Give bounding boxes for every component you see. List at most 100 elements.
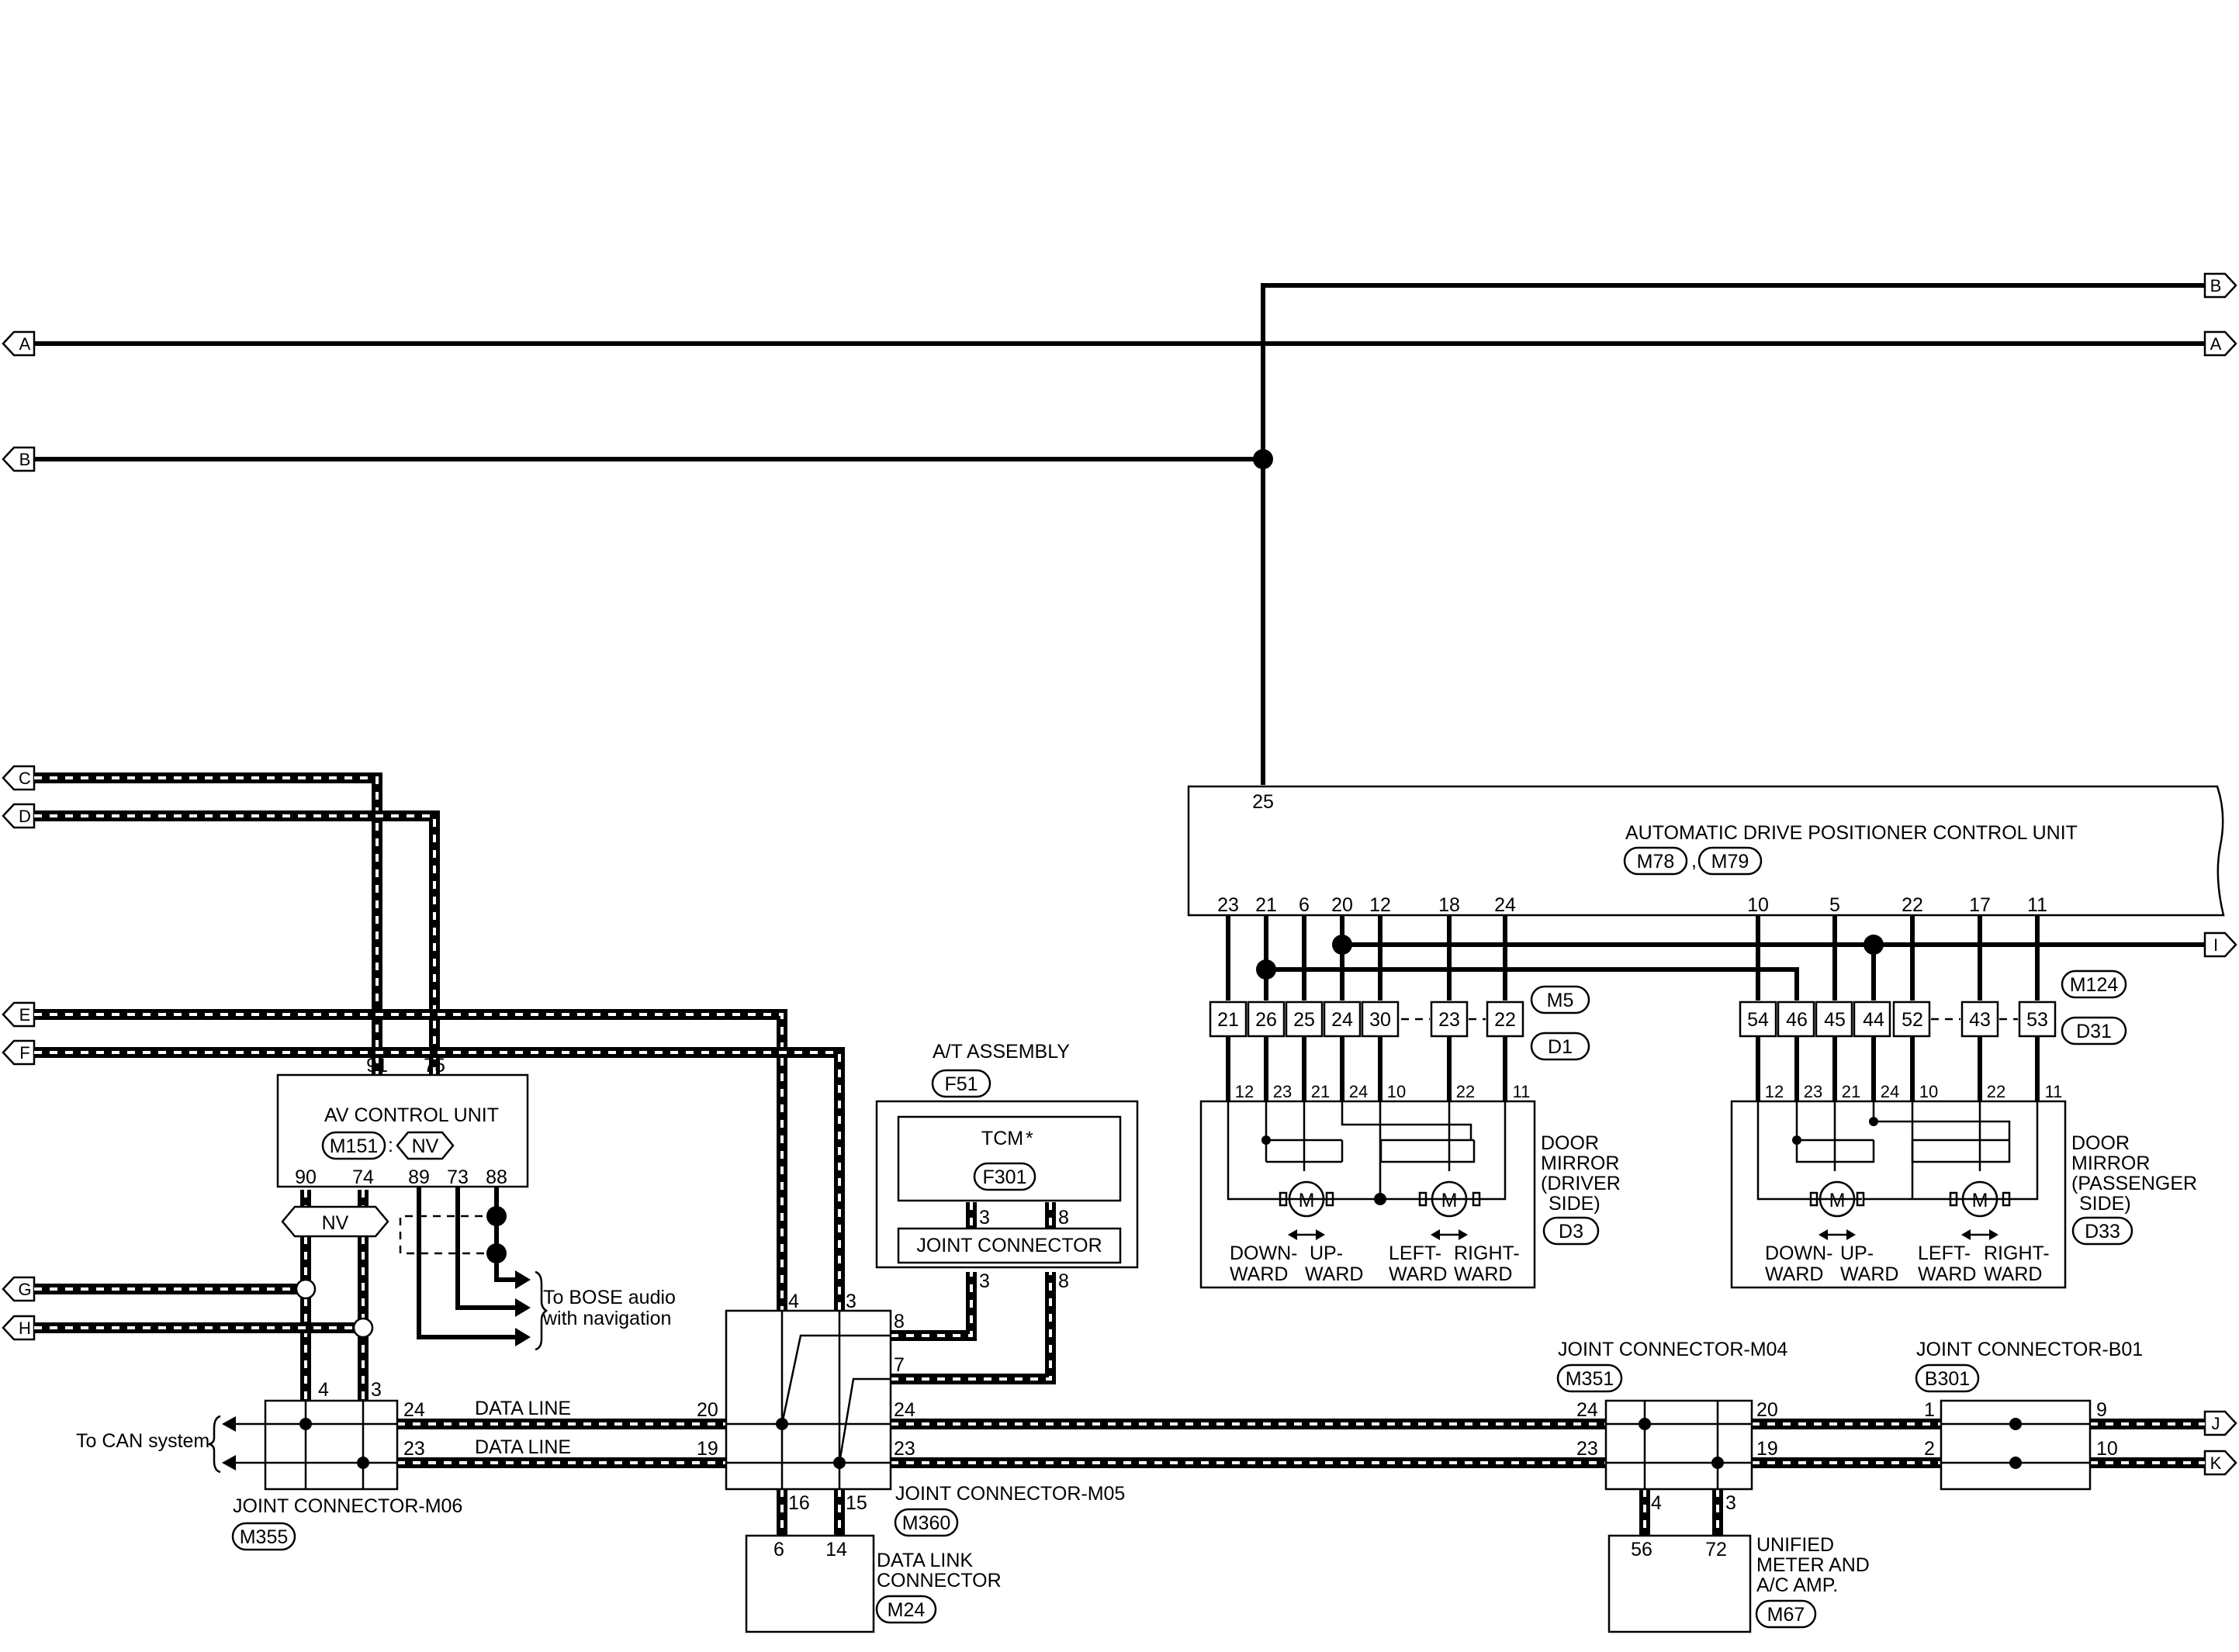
arrow-icon: [222, 1455, 236, 1471]
offpage-f-left: F: [2, 1039, 36, 1066]
pin-label: 72: [1705, 1539, 1727, 1560]
pin-label: 52: [1902, 1009, 1923, 1031]
pin-label: 3: [371, 1379, 382, 1401]
connector-id: D33: [2085, 1221, 2120, 1242]
pin-label: 4: [1651, 1492, 1662, 1514]
pin-label: 14: [825, 1539, 847, 1560]
offpage-i-right: I: [2203, 931, 2237, 958]
connector-name: JOINT CONNECTOR-M06: [233, 1495, 462, 1517]
direction-label: WARD: [1305, 1263, 1363, 1285]
component-name: A/C AMP.: [1756, 1574, 1838, 1596]
data-line-label: DATA LINE: [475, 1436, 571, 1458]
arrow-icon: [515, 1328, 531, 1346]
pin-label: 21: [1311, 1082, 1330, 1101]
pin-label: 6: [773, 1539, 784, 1560]
can-note: To CAN system: [76, 1430, 209, 1452]
component-name: MIRROR: [2071, 1153, 2150, 1174]
connector-id: M351: [1566, 1368, 1614, 1390]
connector-name: JOINT CONNECTOR-M05: [895, 1483, 1125, 1505]
component-name: METER AND: [1756, 1554, 1870, 1576]
wire-common: [1266, 967, 1799, 1001]
brace-icon: [535, 1270, 549, 1351]
separator-colon: :: [388, 1135, 393, 1156]
pin-label: 44: [1863, 1009, 1884, 1031]
connector-id: M124: [2070, 974, 2119, 996]
component-name: SIDE): [1549, 1193, 1601, 1215]
direction-label: DOWN-: [1230, 1242, 1297, 1264]
arrow-icon: [222, 1416, 236, 1432]
pin-label: 10: [1919, 1082, 1938, 1101]
brace-icon: [206, 1415, 221, 1474]
connector-id: M78: [1637, 851, 1675, 873]
connector-id: D31: [2076, 1021, 2112, 1042]
pin-label: 20: [1756, 1399, 1778, 1421]
pin-label: 23: [1804, 1082, 1822, 1101]
pin-label: 54: [1747, 1009, 1769, 1031]
bose-note: To BOSE audio: [543, 1287, 676, 1308]
pin-label: 23: [1217, 894, 1239, 916]
component-name: UNIFIED: [1756, 1534, 1834, 1556]
pin-label: 24: [1331, 1009, 1353, 1031]
pin-label: 22: [1456, 1082, 1475, 1101]
pin-label: 3: [979, 1207, 990, 1229]
offpage-a-left: A: [2, 330, 36, 357]
separator-comma: ,: [1691, 850, 1697, 872]
offpage-g-left: G: [2, 1276, 36, 1302]
component-name: (DRIVER: [1541, 1173, 1621, 1194]
data-link-connector: 6 14 DATA LINK CONNECTOR M24: [745, 1534, 1002, 1633]
motor-letter: M: [1829, 1190, 1846, 1211]
offpage-label: G: [18, 1280, 31, 1299]
component-name: DATA LINK: [877, 1550, 973, 1571]
pin-label: 22: [1987, 1082, 2005, 1101]
connector-tag-d31: D31: [2061, 1016, 2127, 1045]
offpage-right-group: B A I J K: [2203, 272, 2237, 1476]
pin-label: 75: [424, 1055, 445, 1077]
pin-label: 91: [366, 1055, 388, 1077]
direction-label: WARD: [1389, 1263, 1447, 1285]
driver-mirror-connector: 21 26 25 24 30 23 22 M5 D1: [1209, 985, 1590, 1061]
offpage-e-left: E: [2, 1001, 36, 1028]
pin-label: 73: [447, 1166, 469, 1188]
pin-label: 22: [1494, 1009, 1516, 1031]
pin-label: 23: [403, 1438, 425, 1460]
direction-arrow-icon: [1288, 1229, 1325, 1240]
connector-id: M67: [1767, 1604, 1805, 1626]
direction-label: DOWN-: [1765, 1242, 1832, 1264]
connector-id: M24: [888, 1599, 926, 1621]
pin-label: 4: [788, 1291, 799, 1312]
pin-label: 8: [894, 1311, 905, 1332]
pin-label: 19: [1756, 1438, 1778, 1460]
pin-label: 25: [1252, 791, 1274, 813]
connector-tag-f301: F301: [973, 1162, 1036, 1191]
pin-label: 26: [1255, 1009, 1277, 1031]
pin-label: 9: [2096, 1399, 2107, 1421]
pin-label: 19: [697, 1438, 718, 1460]
motor-letter: M: [1972, 1190, 1988, 1211]
connector-id: D3: [1559, 1221, 1583, 1242]
pin-label: 3: [846, 1291, 856, 1312]
connector-tag-m351: M351: [1556, 1363, 1623, 1393]
connector-tag-d3: D3: [1542, 1216, 1600, 1246]
pin-label: 20: [1331, 894, 1353, 916]
direction-arrow-icon: [1819, 1229, 1856, 1240]
component-name: DOOR: [1541, 1132, 1599, 1154]
footnote-mark: *: [1026, 1128, 1033, 1149]
connector-tag-d1: D1: [1530, 1032, 1590, 1061]
connector-id: D1: [1548, 1036, 1573, 1058]
pin-label: 24: [894, 1399, 915, 1421]
direction-label: WARD: [1984, 1263, 2042, 1285]
connector-id: F301: [983, 1166, 1027, 1188]
pin-label: 12: [1235, 1082, 1254, 1101]
pin-label: 6: [1299, 894, 1310, 916]
component-name: DOOR: [2071, 1132, 2130, 1154]
pin-label: 10: [1747, 894, 1769, 916]
component-name: MIRROR: [1541, 1153, 1619, 1174]
direction-label: RIGHT-: [1984, 1242, 2050, 1264]
joint-connector-m05: 4 3 20 19 8 7 24 23 16 15 JOINT CONNECTO…: [697, 1291, 1125, 1537]
data-line-label: DATA LINE: [475, 1398, 571, 1419]
wire-group-power: [34, 283, 2205, 785]
direction-label: WARD: [1454, 1263, 1512, 1285]
connector-name: JOINT CONNECTOR: [916, 1235, 1102, 1256]
offpage-label: B: [2210, 276, 2222, 295]
